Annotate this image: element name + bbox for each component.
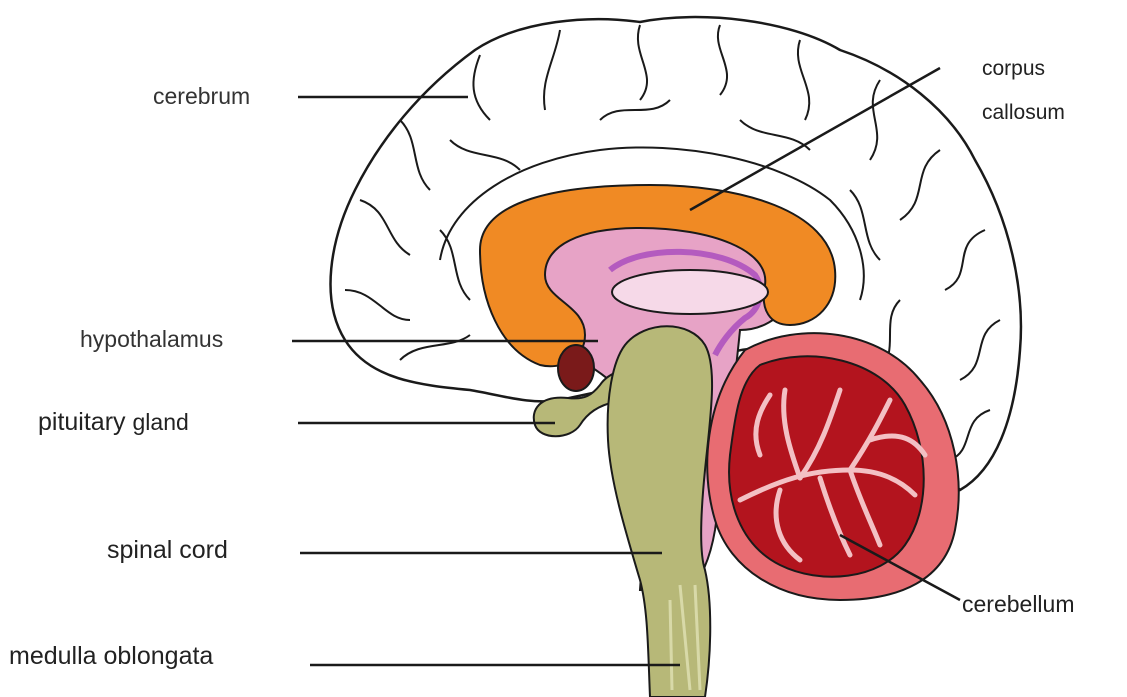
cerebellum-label: cerebellum xyxy=(962,593,1075,616)
cerebellum-inner xyxy=(729,356,924,576)
corpus-callosum-label-line2: callosum xyxy=(982,91,1065,135)
corpus-callosum-label-line1: corpus xyxy=(982,47,1065,91)
thalamus xyxy=(612,270,768,314)
spinal-cord-label: spinal cord xyxy=(107,538,228,563)
medulla-oblongata-label: medulla oblongata xyxy=(9,644,213,669)
hypothalamus xyxy=(558,345,594,391)
cerebrum-label: cerebrum xyxy=(153,85,250,108)
hypothalamus-label: hypothalamus xyxy=(80,328,223,351)
pituitary-word: pituitary xyxy=(38,408,126,436)
corpus-callosum-label: corpus callosum xyxy=(982,47,1065,135)
pituitary-gland-label: pituitary gland xyxy=(38,410,189,435)
gland-word: gland xyxy=(133,409,189,435)
